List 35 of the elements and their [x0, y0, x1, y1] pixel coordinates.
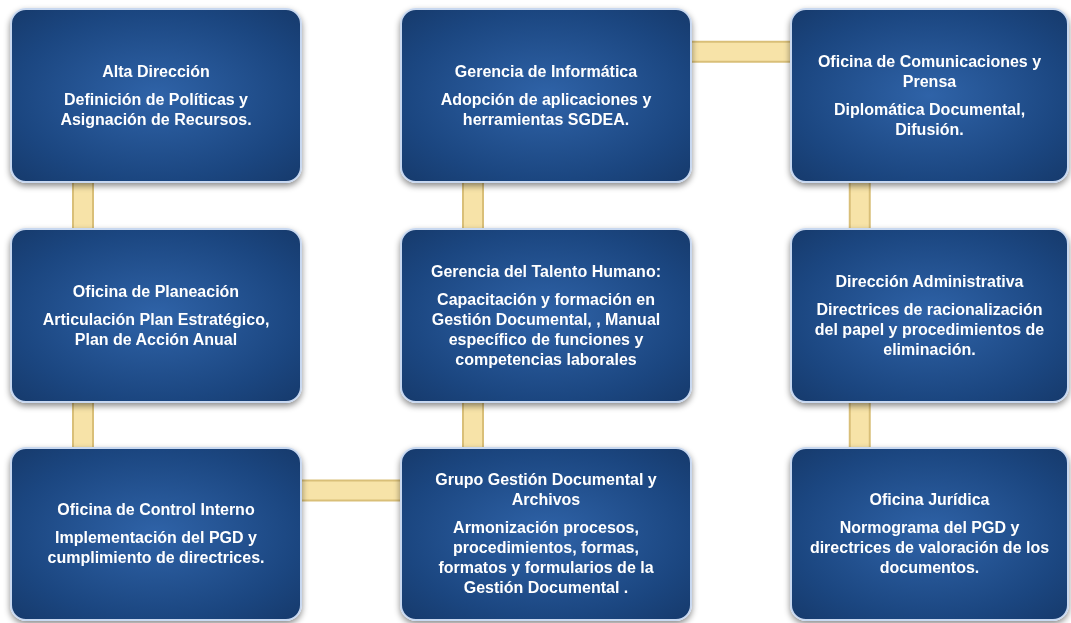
- connector-bar: [72, 403, 94, 447]
- department-box: [10, 447, 302, 621]
- department-box: [790, 8, 1069, 183]
- department-box: [400, 447, 692, 621]
- department-title: Gerencia de Informática: [454, 61, 638, 82]
- department-title: Gerencia del Talento Humano:: [431, 261, 661, 282]
- department-title: Alta Dirección: [102, 61, 210, 82]
- department-duties: Diplomática Documental, Difusión.: [832, 99, 1027, 140]
- department-duties: Directrices de racionalización del papel y procedimientos de eliminación.: [813, 299, 1046, 360]
- department-title: Oficina de Control Interno: [57, 500, 255, 520]
- department-duties: Implementación del PGD y cumplimiento de directrices.: [46, 528, 266, 568]
- connector-bar: [848, 183, 871, 228]
- department-duties: Definición de Políticas y Asignación de Recursos.: [59, 89, 253, 130]
- department-duties: Adopción de aplicaciones y herramientas SGDEA.: [439, 89, 653, 130]
- department-box: [790, 228, 1069, 403]
- department-duties: Capacitación y formación en Gestión Documental, , Manual específico de funciones y competencias laborales: [430, 289, 662, 370]
- department-box: [790, 447, 1069, 621]
- department-box: [400, 8, 692, 183]
- department-duties: Normograma del PGD y directrices de valoración de los documentos.: [808, 518, 1051, 578]
- connector-bar: [848, 403, 871, 447]
- department-box: [10, 228, 302, 403]
- department-title: Dirección Administrativa: [835, 271, 1024, 292]
- connector-bar: [462, 183, 484, 228]
- connector-bar: [462, 403, 484, 447]
- connector-bar: [302, 479, 400, 502]
- connector-bar: [692, 40, 790, 63]
- department-title: Oficina de Comunicaciones y Prensa: [816, 51, 1043, 92]
- connector-bar: [72, 183, 94, 228]
- department-box: [10, 8, 302, 183]
- department-title: Oficina Jurídica: [869, 490, 990, 510]
- department-title: Grupo Gestión Documental y Archivos: [434, 470, 658, 510]
- department-box: [400, 228, 692, 403]
- department-title: Oficina de Planeación: [72, 281, 240, 302]
- department-duties: Armonización procesos, procedimientos, formas, formatos y formularios de la Gestión Documental .: [437, 518, 655, 598]
- department-duties: Articulación Plan Estratégico, Plan de Acción Anual: [41, 309, 271, 350]
